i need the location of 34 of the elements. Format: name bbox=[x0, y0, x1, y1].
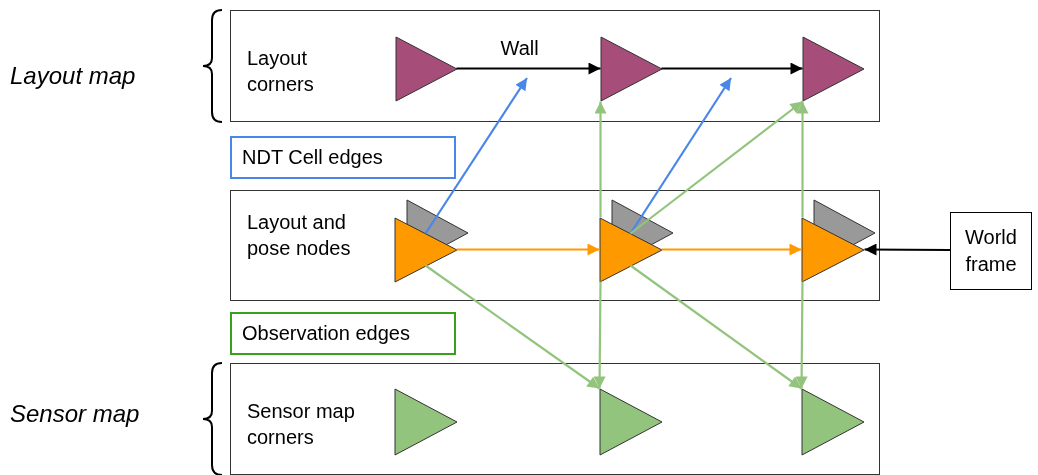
pose-triangle bbox=[394, 199, 469, 282]
panel-title: Layout corners bbox=[247, 46, 315, 97]
arrow bbox=[629, 100, 804, 235]
legend-key: Observation edges bbox=[230, 312, 456, 355]
corner-triangle bbox=[600, 36, 662, 101]
arrow bbox=[661, 243, 802, 256]
sensor-triangle bbox=[801, 388, 864, 455]
sensor-triangle bbox=[394, 388, 457, 455]
side-label: Sensor map bbox=[10, 400, 140, 428]
panel-title: Sensor map corners bbox=[247, 399, 356, 450]
arrow bbox=[796, 101, 809, 218]
arrow bbox=[629, 264, 803, 390]
arrow bbox=[424, 77, 528, 235]
arrow bbox=[593, 281, 606, 389]
layer-panel bbox=[230, 363, 880, 475]
arrow bbox=[795, 281, 808, 389]
arrow bbox=[456, 62, 601, 75]
side-label: Layout map bbox=[10, 62, 136, 90]
corner-triangle bbox=[802, 36, 864, 101]
pose-triangle bbox=[801, 199, 876, 282]
arrow bbox=[629, 77, 732, 235]
legend-key: NDT Cell edges bbox=[230, 136, 456, 179]
frame-box: World frame bbox=[950, 212, 1032, 290]
corner-triangle bbox=[395, 36, 457, 101]
arrow bbox=[864, 243, 950, 256]
arrow bbox=[594, 101, 607, 218]
panel-title: Layout and pose nodes bbox=[247, 210, 352, 261]
arrow bbox=[661, 62, 803, 75]
layer-panel bbox=[230, 190, 880, 301]
layer-panel bbox=[230, 10, 880, 122]
arrow bbox=[424, 264, 601, 390]
arrow bbox=[456, 243, 600, 256]
pose-triangle bbox=[599, 199, 674, 282]
sensor-triangle bbox=[599, 388, 662, 455]
